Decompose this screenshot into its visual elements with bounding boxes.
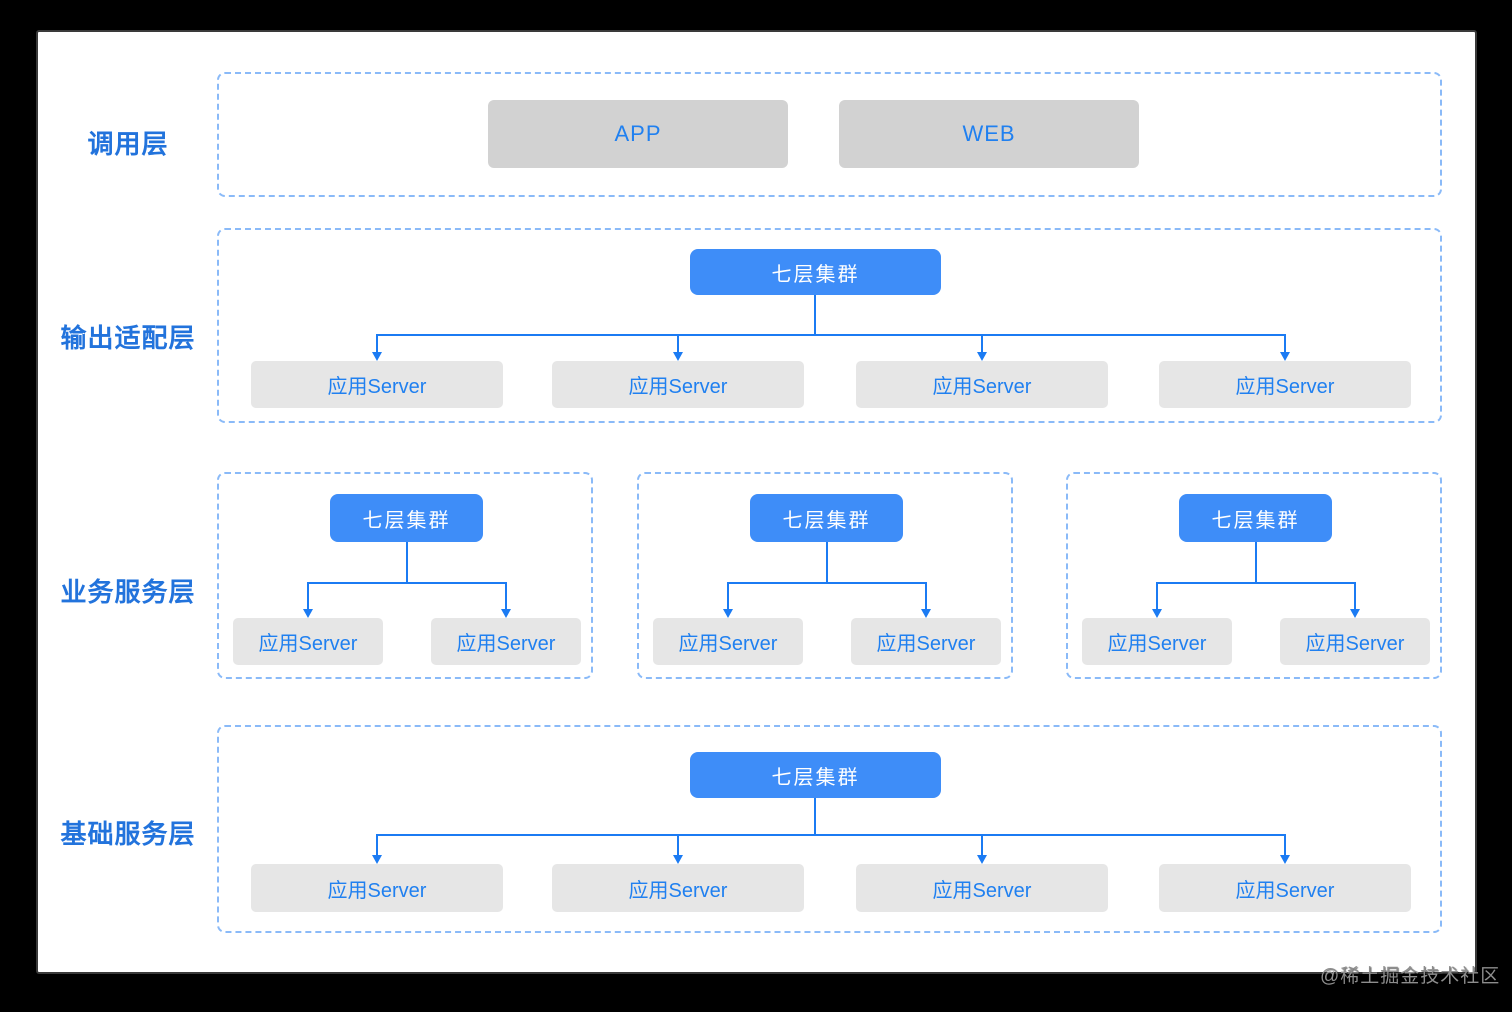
connector-vline [814, 798, 816, 834]
cluster-node: 七层集群 [690, 249, 941, 295]
web-node: WEB [839, 100, 1139, 168]
connector-hline [377, 334, 1286, 336]
business-group-1: 七层集群 应用Server 应用Server [217, 472, 593, 679]
server-node: 应用Server [1280, 618, 1430, 665]
business-group-2: 七层集群 应用Server 应用Server [637, 472, 1013, 679]
watermark: @稀土掘金技术社区 [1320, 966, 1501, 987]
server-node: 应用Server [431, 618, 581, 665]
cluster-node: 七层集群 [690, 752, 941, 798]
server-node: 应用Server [1159, 864, 1411, 912]
connector-hline [308, 582, 506, 584]
cluster-node: 七层集群 [750, 494, 903, 542]
server-node: 应用Server [851, 618, 1001, 665]
server-node: 应用Server [233, 618, 383, 665]
app-node: APP [488, 100, 788, 168]
server-node: 应用Server [856, 361, 1108, 408]
server-node: 应用Server [251, 864, 503, 912]
server-node: 应用Server [1159, 361, 1411, 408]
connector-vline [406, 542, 408, 582]
connector-hline [1157, 582, 1355, 584]
diagram-panel: 调用层 输出适配层 业务服务层 基础服务层 APP WEB 七层集群 应用Ser… [36, 30, 1477, 974]
layer-label-business: 业务服务层 [60, 577, 196, 607]
business-group-3: 七层集群 应用Server 应用Server [1066, 472, 1442, 679]
connector-vline [814, 295, 816, 334]
connector-vline [1255, 542, 1257, 582]
server-node: 应用Server [653, 618, 803, 665]
output-adapter-layer-container: 七层集群 应用Server 应用Server 应用Server 应用Server [217, 228, 1442, 423]
layer-label-output-adapter: 输出适配层 [60, 323, 196, 353]
layer-label-call: 调用层 [87, 129, 169, 159]
connector-vline [826, 542, 828, 582]
base-layer-container: 七层集群 应用Server 应用Server 应用Server 应用Server [217, 725, 1442, 933]
server-node: 应用Server [552, 864, 804, 912]
connector-hline [728, 582, 926, 584]
cluster-node: 七层集群 [330, 494, 483, 542]
call-layer-container: APP WEB [217, 72, 1442, 197]
server-node: 应用Server [552, 361, 804, 408]
cluster-node: 七层集群 [1179, 494, 1332, 542]
server-node: 应用Server [1082, 618, 1232, 665]
server-node: 应用Server [251, 361, 503, 408]
layer-label-base: 基础服务层 [60, 819, 196, 849]
connector-hline [377, 834, 1286, 836]
server-node: 应用Server [856, 864, 1108, 912]
